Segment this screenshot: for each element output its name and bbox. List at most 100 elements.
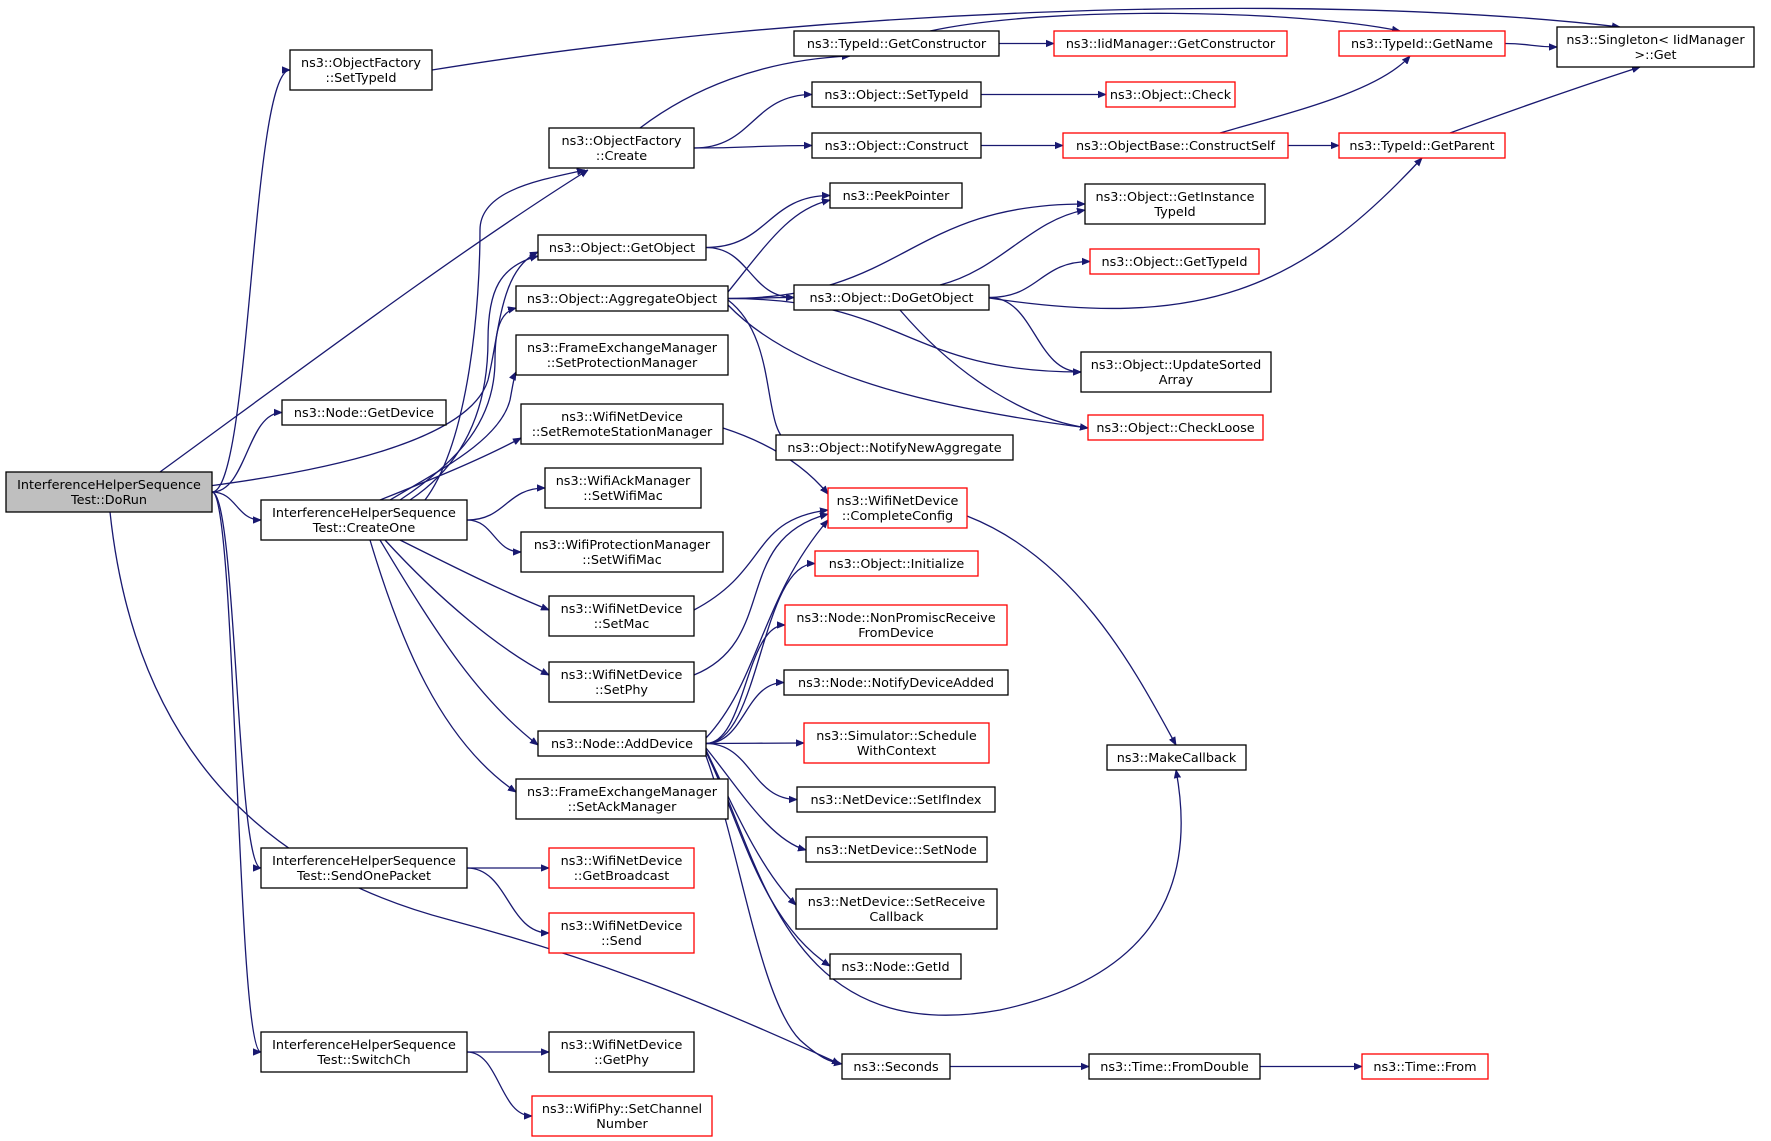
- node-label-line: Test::SwitchCh: [316, 1053, 410, 1068]
- node-label-line: ns3::WifiPhy::SetChannel: [542, 1102, 702, 1117]
- node-obj-dogetobject[interactable]: ns3::Object::DoGetObject: [793, 284, 990, 311]
- node-wnd-completeconfig[interactable]: ns3::WifiNetDevice::CompleteConfig: [827, 487, 968, 529]
- node-fem-setprot[interactable]: ns3::FrameExchangeManager::SetProtection…: [515, 334, 729, 376]
- node-box: [1106, 744, 1247, 771]
- node-box: [5, 471, 213, 513]
- node-box: [841, 1053, 951, 1080]
- node-label-line: FromDevice: [858, 626, 934, 641]
- node-label-line: ns3::Object::NotifyNewAggregate: [787, 441, 1001, 456]
- edge-node_adddevice-to-node_notifydevadded: [705, 683, 784, 745]
- node-node-adddevice[interactable]: ns3::Node::AddDevice: [537, 730, 707, 757]
- edge-typeid_getparent-to-singleton_get: [1449, 67, 1640, 134]
- node-wnd-getphy[interactable]: ns3::WifiNetDevice::GetPhy: [548, 1031, 695, 1073]
- edge-node_adddevice-to-seconds: [705, 755, 842, 1064]
- node-seconds[interactable]: ns3::Seconds: [841, 1053, 951, 1080]
- edge-arrow: [899, 309, 1088, 428]
- node-box: [515, 778, 729, 820]
- edge-createone-to-of_create: [424, 170, 585, 501]
- node-box: [775, 434, 1014, 461]
- node-of-settypeid[interactable]: ns3::ObjectFactory::SetTypeId: [289, 49, 433, 91]
- node-box: [548, 595, 695, 637]
- node-node-getdevice[interactable]: ns3::Node::GetDevice: [281, 399, 447, 426]
- node-label-line: ns3::Node::AddDevice: [551, 737, 693, 752]
- node-box: [544, 467, 702, 509]
- node-nd-setifindex[interactable]: ns3::NetDevice::SetIfIndex: [796, 786, 996, 813]
- node-box: [795, 888, 998, 930]
- node-fem-setack[interactable]: ns3::FrameExchangeManager::SetAckManager: [515, 778, 729, 820]
- edge-arrow: [705, 749, 796, 905]
- node-makecallback[interactable]: ns3::MakeCallback: [1106, 744, 1247, 771]
- node-box: [1062, 132, 1289, 159]
- edge-arrow: [727, 299, 790, 445]
- node-wnd-setrsm[interactable]: ns3::WifiNetDevice::SetRemoteStationMana…: [520, 403, 724, 445]
- node-of-create[interactable]: ns3::ObjectFactory::Create: [548, 127, 695, 169]
- edge-obj_dogetobject-to-obj_gettypeid: [988, 262, 1090, 299]
- node-obj-gettypeid[interactable]: ns3::Object::GetTypeId: [1089, 248, 1260, 275]
- edge-dorun-to-of_create: [159, 170, 588, 473]
- node-sendonepacket[interactable]: InterferenceHelperSequenceTest::SendOneP…: [260, 847, 468, 889]
- node-box: [1087, 414, 1264, 441]
- node-typeid-getctor[interactable]: ns3::TypeId::GetConstructor: [793, 30, 1000, 57]
- node-label-line: InterferenceHelperSequence: [272, 506, 456, 521]
- node-typeid-getname[interactable]: ns3::TypeId::GetName: [1338, 30, 1506, 57]
- node-wnd-setmac[interactable]: ns3::WifiNetDevice::SetMac: [548, 595, 695, 637]
- edge-arrow: [389, 372, 517, 501]
- edge-arrow: [211, 491, 262, 520]
- edge-arrow: [988, 296, 1081, 373]
- node-wam-setwifimac[interactable]: ns3::WifiAckManager::SetWifiMac: [544, 467, 702, 509]
- edge-arrow: [705, 742, 797, 800]
- node-label-line: ns3::ObjectBase::ConstructSelf: [1076, 139, 1276, 154]
- node-label-line: ::CompleteConfig: [842, 509, 953, 524]
- node-time-fromdouble[interactable]: ns3::Time::FromDouble: [1088, 1053, 1261, 1080]
- node-typeid-getparent[interactable]: ns3::TypeId::GetParent: [1338, 132, 1506, 159]
- node-wnd-send[interactable]: ns3::WifiNetDevice::Send: [548, 912, 695, 954]
- node-label-line: Test::SendOnePacket: [296, 869, 431, 884]
- node-wpm-setwifimac[interactable]: ns3::WifiProtectionManager::SetWifiMac: [520, 531, 724, 573]
- node-obj-settypeid[interactable]: ns3::Object::SetTypeId: [811, 81, 982, 108]
- node-box: [784, 604, 1008, 646]
- node-createone[interactable]: InterferenceHelperSequenceTest::CreateOn…: [260, 499, 468, 541]
- edge-arrow: [705, 747, 806, 850]
- node-wnd-setphy[interactable]: ns3::WifiNetDevice::SetPhy: [548, 661, 695, 703]
- node-time-from[interactable]: ns3::Time::From: [1361, 1053, 1489, 1080]
- node-obj-construct[interactable]: ns3::Object::Construct: [811, 132, 982, 159]
- node-obj-check[interactable]: ns3::Object::Check: [1105, 81, 1236, 108]
- edge-arrow: [211, 413, 283, 493]
- node-peekpointer[interactable]: ns3::PeekPointer: [829, 182, 963, 209]
- node-wnd-getbroadcast[interactable]: ns3::WifiNetDevice::GetBroadcast: [548, 847, 695, 889]
- edge-arrow: [1219, 56, 1410, 134]
- node-singleton-get[interactable]: ns3::Singleton< IidManager >::Get: [1556, 26, 1755, 68]
- node-objbase-constructself[interactable]: ns3::ObjectBase::ConstructSelf: [1062, 132, 1289, 159]
- node-label-line: ns3::Node::NonPromiscReceive: [796, 611, 995, 626]
- node-box: [811, 81, 982, 108]
- edge-arrow: [211, 491, 262, 1052]
- node-label-line: ns3::Node::NotifyDeviceAdded: [798, 676, 994, 691]
- node-obj-checkloose[interactable]: ns3::Object::CheckLoose: [1087, 414, 1264, 441]
- edge-dorun-to-obj_getobject: [208, 251, 538, 487]
- edge-createone-to-wpm_setwifimac: [466, 519, 521, 552]
- node-obj-initialize[interactable]: ns3::Object::Initialize: [814, 550, 979, 577]
- node-box: [796, 786, 996, 813]
- edge-createone-to-node_adddevice: [379, 539, 538, 745]
- node-iidmgr-getctor[interactable]: ns3::IidManager::GetConstructor: [1053, 30, 1288, 57]
- node-nd-setnode[interactable]: ns3::NetDevice::SetNode: [805, 836, 988, 863]
- node-node-notifydevadded[interactable]: ns3::Node::NotifyDeviceAdded: [783, 669, 1009, 696]
- node-label-line: WithContext: [857, 744, 936, 759]
- node-obj-getobject[interactable]: ns3::Object::GetObject: [537, 234, 707, 261]
- node-obj-aggregate[interactable]: ns3::Object::AggregateObject: [515, 285, 729, 312]
- edge-arrow: [693, 146, 812, 149]
- node-label-line: ns3::WifiNetDevice: [561, 854, 683, 869]
- edge-obj_aggregate-to-obj_notifynewagg: [727, 299, 790, 445]
- node-node-getid[interactable]: ns3::Node::GetId: [829, 953, 962, 980]
- node-label-line: ns3::IidManager::GetConstructor: [1066, 37, 1276, 52]
- edge-node_adddevice-to-wnd_completeconfig: [705, 520, 828, 739]
- node-label-line: ns3::WifiAckManager: [556, 474, 691, 489]
- node-obj-notifynewagg[interactable]: ns3::Object::NotifyNewAggregate: [775, 434, 1014, 461]
